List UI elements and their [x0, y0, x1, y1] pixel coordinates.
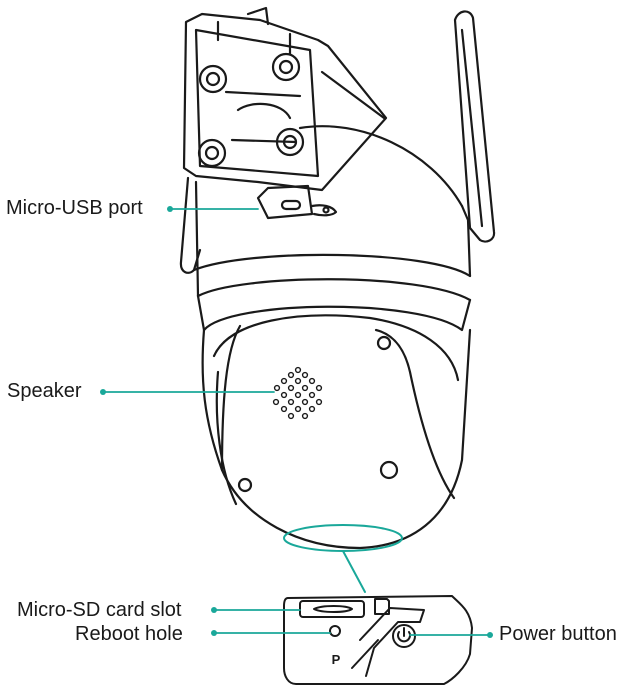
- bottom-panel: [283, 595, 473, 685]
- wall-mount-bracket: [182, 6, 388, 192]
- label-micro-sd-card-slot: Micro-SD card slot: [17, 599, 182, 621]
- panel-marking: P: [332, 652, 341, 667]
- label-speaker: Speaker: [7, 380, 82, 402]
- power-icon: [397, 627, 411, 643]
- power-button: [392, 624, 416, 648]
- zoom-connector-line: [342, 550, 366, 593]
- callout-leaders: [100, 206, 493, 638]
- upper-housing: [192, 125, 472, 332]
- right-antenna: [453, 10, 496, 243]
- micro-usb-port: [256, 184, 338, 220]
- sd-slot: [299, 600, 365, 618]
- reboot-hole: [329, 625, 341, 637]
- speaker-grille: [272, 366, 323, 420]
- label-reboot-hole: Reboot hole: [75, 623, 183, 645]
- lower-dome: [201, 314, 472, 550]
- sd-card-icon: [374, 598, 390, 615]
- label-micro-usb-port: Micro-USB port: [6, 197, 143, 219]
- label-power-button: Power button: [499, 623, 617, 645]
